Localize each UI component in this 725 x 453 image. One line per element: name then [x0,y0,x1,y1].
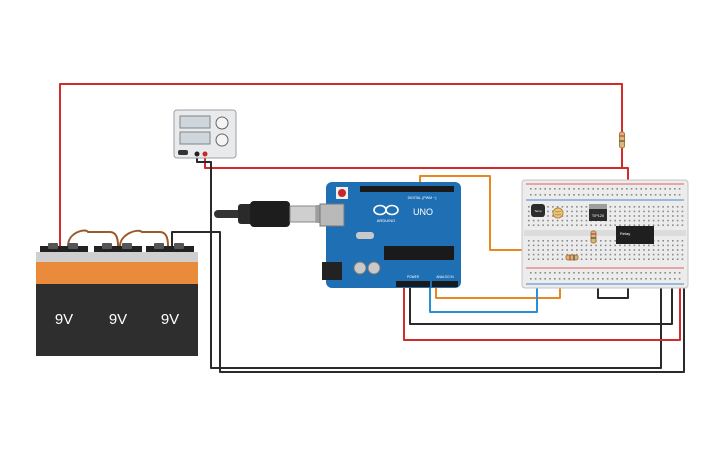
wire-black-battery[interactable] [171,231,685,373]
psu-knob-2[interactable] [215,133,229,147]
psu-terminal-pos[interactable] [202,151,208,157]
temperature-sensor[interactable]: Temp [531,204,545,217]
battery-3[interactable]: 9V [142,243,198,356]
battery-2[interactable]: 9V [90,243,146,356]
battery-3-label: 9V [161,311,179,328]
arduino-digital-header [360,186,454,192]
transistor[interactable]: TIP120 [589,204,607,221]
arduino-reset-button[interactable] [338,189,346,197]
breadboard-holes [528,188,684,280]
photoresistor[interactable] [552,207,564,219]
power-supply[interactable] [173,109,237,159]
relay[interactable]: Relay [616,226,654,244]
arduino-usb-port [319,203,345,227]
relay-label: Relay [620,231,630,236]
psu-terminal-neg[interactable] [194,151,200,157]
wire-red-top[interactable] [59,83,623,248]
arduino-analog-label: ANALOG IN [436,275,454,279]
psu-knob-1[interactable] [215,116,229,130]
transistor-label: TIP120 [592,214,604,218]
arduino-uno[interactable]: DIGITAL (PWM ~) ARDUINO UNO POWER ANALOG… [319,182,461,288]
arduino-crystal [356,232,374,239]
arduino-microcontroller [384,246,454,260]
resistor-2[interactable] [565,254,579,261]
battery-pack: 9V 9V 9V [36,243,198,356]
temperature-sensor-label: Temp [534,209,542,213]
usb-cable[interactable] [214,201,332,227]
arduino-brand: ARDUINO [377,218,395,223]
arduino-digital-label: DIGITAL (PWM ~) [408,196,437,200]
wire-battery-link-1[interactable] [67,229,119,247]
wire-red-5v[interactable] [403,282,681,341]
battery-1-label: 9V [55,311,73,328]
wire-battery-link-2[interactable] [119,229,169,247]
battery-2-label: 9V [109,311,127,328]
arduino-power-label: POWER [407,275,420,279]
wire-black-gnd[interactable] [409,282,673,325]
breadboard[interactable] [521,179,689,289]
psu-display-1 [179,115,211,129]
resistor-1[interactable] [590,230,597,244]
arduino-power-jack [322,262,342,280]
arduino-power-header [396,281,430,287]
wire-black-psu[interactable] [196,154,662,369]
arduino-model: UNO [413,207,433,217]
wire-red-psu[interactable] [204,154,626,169]
psu-display-2 [179,131,211,145]
arduino-analog-header [432,281,458,287]
arduino-logo [373,204,399,216]
resistor-top[interactable] [619,131,625,149]
battery-1[interactable]: 9V [36,243,92,356]
